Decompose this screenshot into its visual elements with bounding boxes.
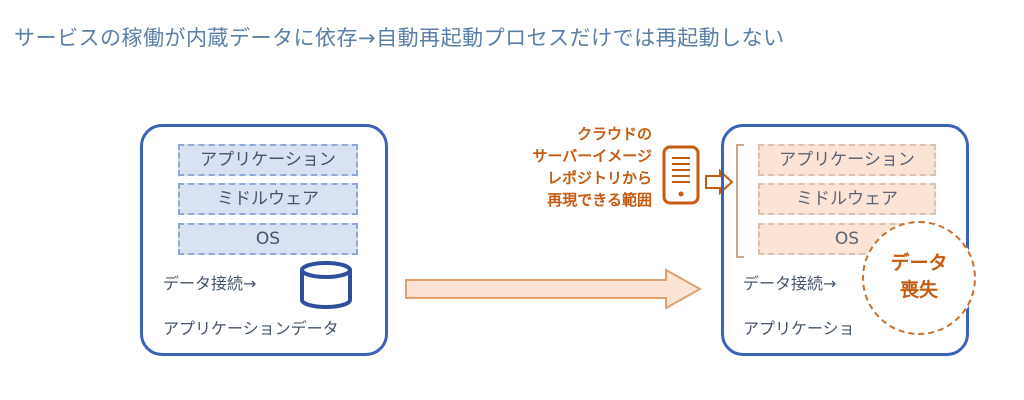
left-app-data-label: アプリケーションデータ bbox=[163, 319, 339, 338]
data-loss-line-1: データ bbox=[890, 252, 948, 274]
data-loss-circle bbox=[862, 221, 976, 335]
small-arrow-icon bbox=[705, 168, 734, 196]
cloud-image-caption: クラウドの サーバーイメージ レポジトリから 再現できる範囲 bbox=[484, 123, 652, 211]
left-layer-os: OS bbox=[178, 223, 358, 255]
caption-line-3: レポジトリから bbox=[546, 169, 652, 187]
caption-line-2: サーバーイメージ bbox=[532, 147, 652, 165]
data-loss-label: データ 喪失 bbox=[862, 250, 976, 304]
caption-line-4: 再現できる範囲 bbox=[547, 191, 652, 209]
right-layer-middleware: ミドルウェア bbox=[758, 183, 936, 215]
left-layer-middleware: ミドルウェア bbox=[178, 183, 358, 215]
caption-line-1: クラウドの bbox=[576, 125, 652, 143]
database-icon bbox=[300, 261, 352, 309]
right-app-data-label: アプリケーショ bbox=[743, 319, 855, 338]
left-server-box bbox=[140, 124, 388, 356]
data-loss-line-2: 喪失 bbox=[899, 279, 938, 301]
right-layer-application: アプリケーション bbox=[758, 144, 936, 176]
slide-title: サービスの稼働が内蔵データに依存→自動再起動プロセスだけでは再起動しない bbox=[14, 26, 785, 50]
server-icon bbox=[662, 145, 700, 205]
right-server-box bbox=[721, 124, 969, 356]
right-data-connection-label: データ接続→ bbox=[743, 274, 837, 293]
bracket-icon bbox=[736, 144, 744, 258]
left-layer-application: アプリケーション bbox=[178, 144, 358, 176]
left-data-connection-label: データ接続→ bbox=[163, 274, 257, 293]
flow-arrow-icon bbox=[405, 268, 703, 310]
